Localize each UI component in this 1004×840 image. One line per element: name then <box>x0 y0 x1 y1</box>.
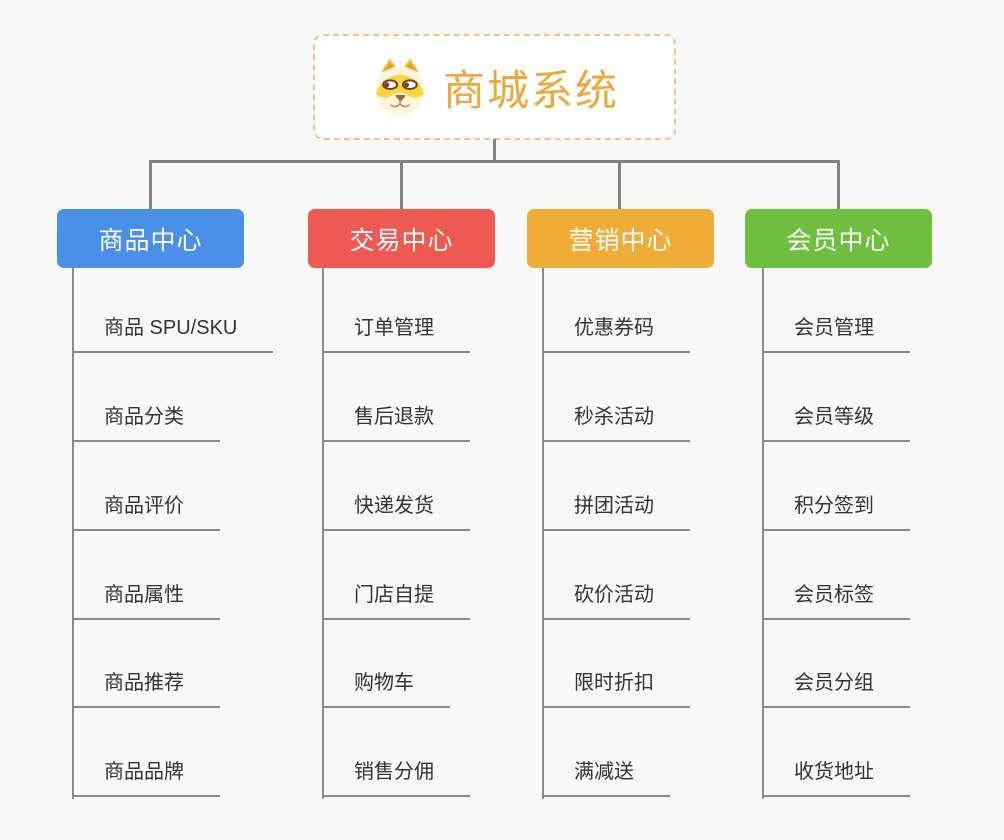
child-node-express-delivery[interactable]: 快递发货 <box>322 493 470 531</box>
branch-node-trade-center[interactable]: 交易中心 <box>308 209 495 268</box>
child-node-bargain-activity[interactable]: 砍价活动 <box>542 582 690 620</box>
connector-bus <box>149 160 840 163</box>
connector-root-stub <box>493 139 496 162</box>
child-node-member-tags[interactable]: 会员标签 <box>762 582 910 620</box>
child-node-product-recommend[interactable]: 商品推荐 <box>72 670 220 708</box>
child-node-product-category[interactable]: 商品分类 <box>72 404 220 442</box>
child-node-store-pickup[interactable]: 门店自提 <box>322 582 470 620</box>
child-node-shopping-cart[interactable]: 购物车 <box>322 670 450 708</box>
connector-trunk-trade <box>322 268 324 799</box>
child-node-shipping-address[interactable]: 收货地址 <box>762 759 910 797</box>
shiba-dog-icon <box>375 58 425 116</box>
child-node-time-limited-discount[interactable]: 限时折扣 <box>542 670 690 708</box>
root-node-mall-system[interactable]: 商城系统 <box>313 34 676 140</box>
child-node-product-brand[interactable]: 商品品牌 <box>72 759 220 797</box>
child-node-points-checkin[interactable]: 积分签到 <box>762 493 910 531</box>
connector-trunk-member <box>762 268 764 799</box>
child-node-coupon-code[interactable]: 优惠券码 <box>542 315 690 353</box>
child-node-product-spu-sku[interactable]: 商品 SPU/SKU <box>72 315 274 353</box>
child-node-flash-sale[interactable]: 秒杀活动 <box>542 404 690 442</box>
connector-trunk-product <box>72 268 74 799</box>
connector-trunk-marketing <box>542 268 544 799</box>
connector-drop-member <box>837 161 840 209</box>
connector-drop-marketing <box>618 161 621 209</box>
child-node-order-management[interactable]: 订单管理 <box>322 315 470 353</box>
branch-node-member-center[interactable]: 会员中心 <box>745 209 932 268</box>
branch-node-product-center[interactable]: 商品中心 <box>57 209 244 268</box>
child-node-member-management[interactable]: 会员管理 <box>762 315 910 353</box>
branch-node-marketing-center[interactable]: 营销中心 <box>527 209 714 268</box>
child-node-member-level[interactable]: 会员等级 <box>762 404 910 442</box>
child-node-spend-and-save[interactable]: 满减送 <box>542 759 670 797</box>
child-node-aftersale-refund[interactable]: 售后退款 <box>322 404 470 442</box>
child-node-sales-commission[interactable]: 销售分佣 <box>322 759 470 797</box>
connector-drop-product <box>149 161 152 209</box>
child-node-product-review[interactable]: 商品评价 <box>72 493 220 531</box>
child-node-member-groups[interactable]: 会员分组 <box>762 670 910 708</box>
connector-drop-trade <box>400 161 403 209</box>
root-title: 商城系统 <box>442 66 619 114</box>
child-node-product-attribute[interactable]: 商品属性 <box>72 582 220 620</box>
child-node-group-buy[interactable]: 拼团活动 <box>542 493 690 531</box>
